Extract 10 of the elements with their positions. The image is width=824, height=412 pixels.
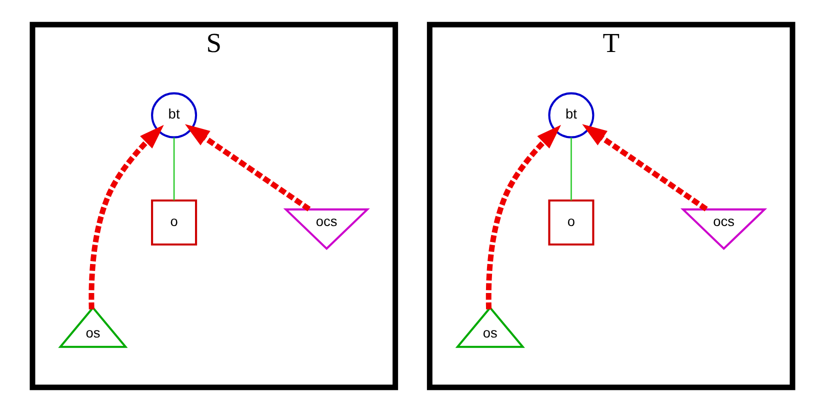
node-circle: bt: [548, 92, 594, 138]
arrow: [582, 124, 708, 212]
arrow: [485, 124, 561, 310]
arrow: [88, 124, 164, 310]
node-circle: bt: [150, 92, 197, 138]
arrow: [184, 124, 310, 212]
node-box: o: [548, 199, 594, 246]
node-box: o: [150, 199, 197, 246]
connector: [570, 138, 572, 200]
connector: [172, 138, 174, 200]
